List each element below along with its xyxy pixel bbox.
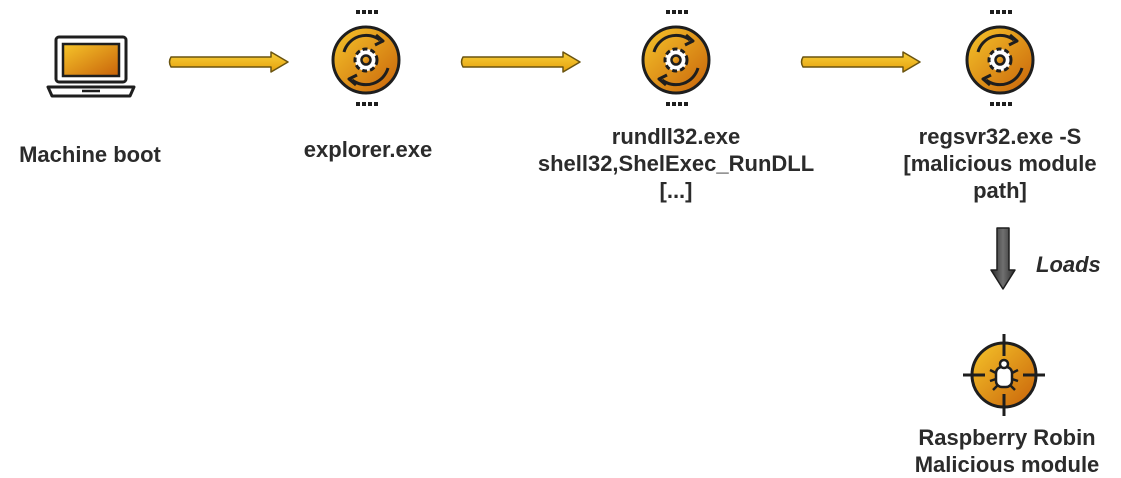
label-line: regsvr32.exe -S — [918, 124, 1082, 149]
laptop-icon — [46, 35, 136, 98]
process-gear-icon — [965, 10, 1035, 106]
label-line: Malicious module — [914, 452, 1100, 477]
node-label-explorer: explorer.exe — [303, 137, 433, 162]
bug-target-icon — [963, 334, 1045, 416]
node-label-rundll32: rundll32.exe shell32,ShelExec_RunDLL [..… — [516, 123, 836, 204]
label-line: [malicious module — [903, 151, 1097, 176]
label-line: rundll32.exe — [611, 124, 741, 149]
flow-arrow-2 — [460, 51, 581, 73]
node-label-regsvr32: regsvr32.exe -S [malicious module path] — [880, 123, 1120, 204]
node-label-raspberry-robin: Raspberry Robin Malicious module — [897, 424, 1117, 478]
label-line: shell32,ShelExec_RunDLL — [537, 151, 815, 176]
flow-arrow-3 — [800, 51, 921, 73]
label-line: path] — [973, 178, 1027, 203]
label-line: Raspberry Robin — [918, 425, 1096, 450]
label-line: [...] — [659, 178, 693, 203]
flow-arrow-1 — [168, 51, 289, 73]
process-gear-icon — [331, 10, 401, 106]
node-label-machine-boot: Machine boot — [19, 142, 161, 167]
edge-label-loads: Loads — [1036, 252, 1101, 277]
process-gear-icon — [641, 10, 711, 106]
down-arrow — [990, 227, 1016, 290]
